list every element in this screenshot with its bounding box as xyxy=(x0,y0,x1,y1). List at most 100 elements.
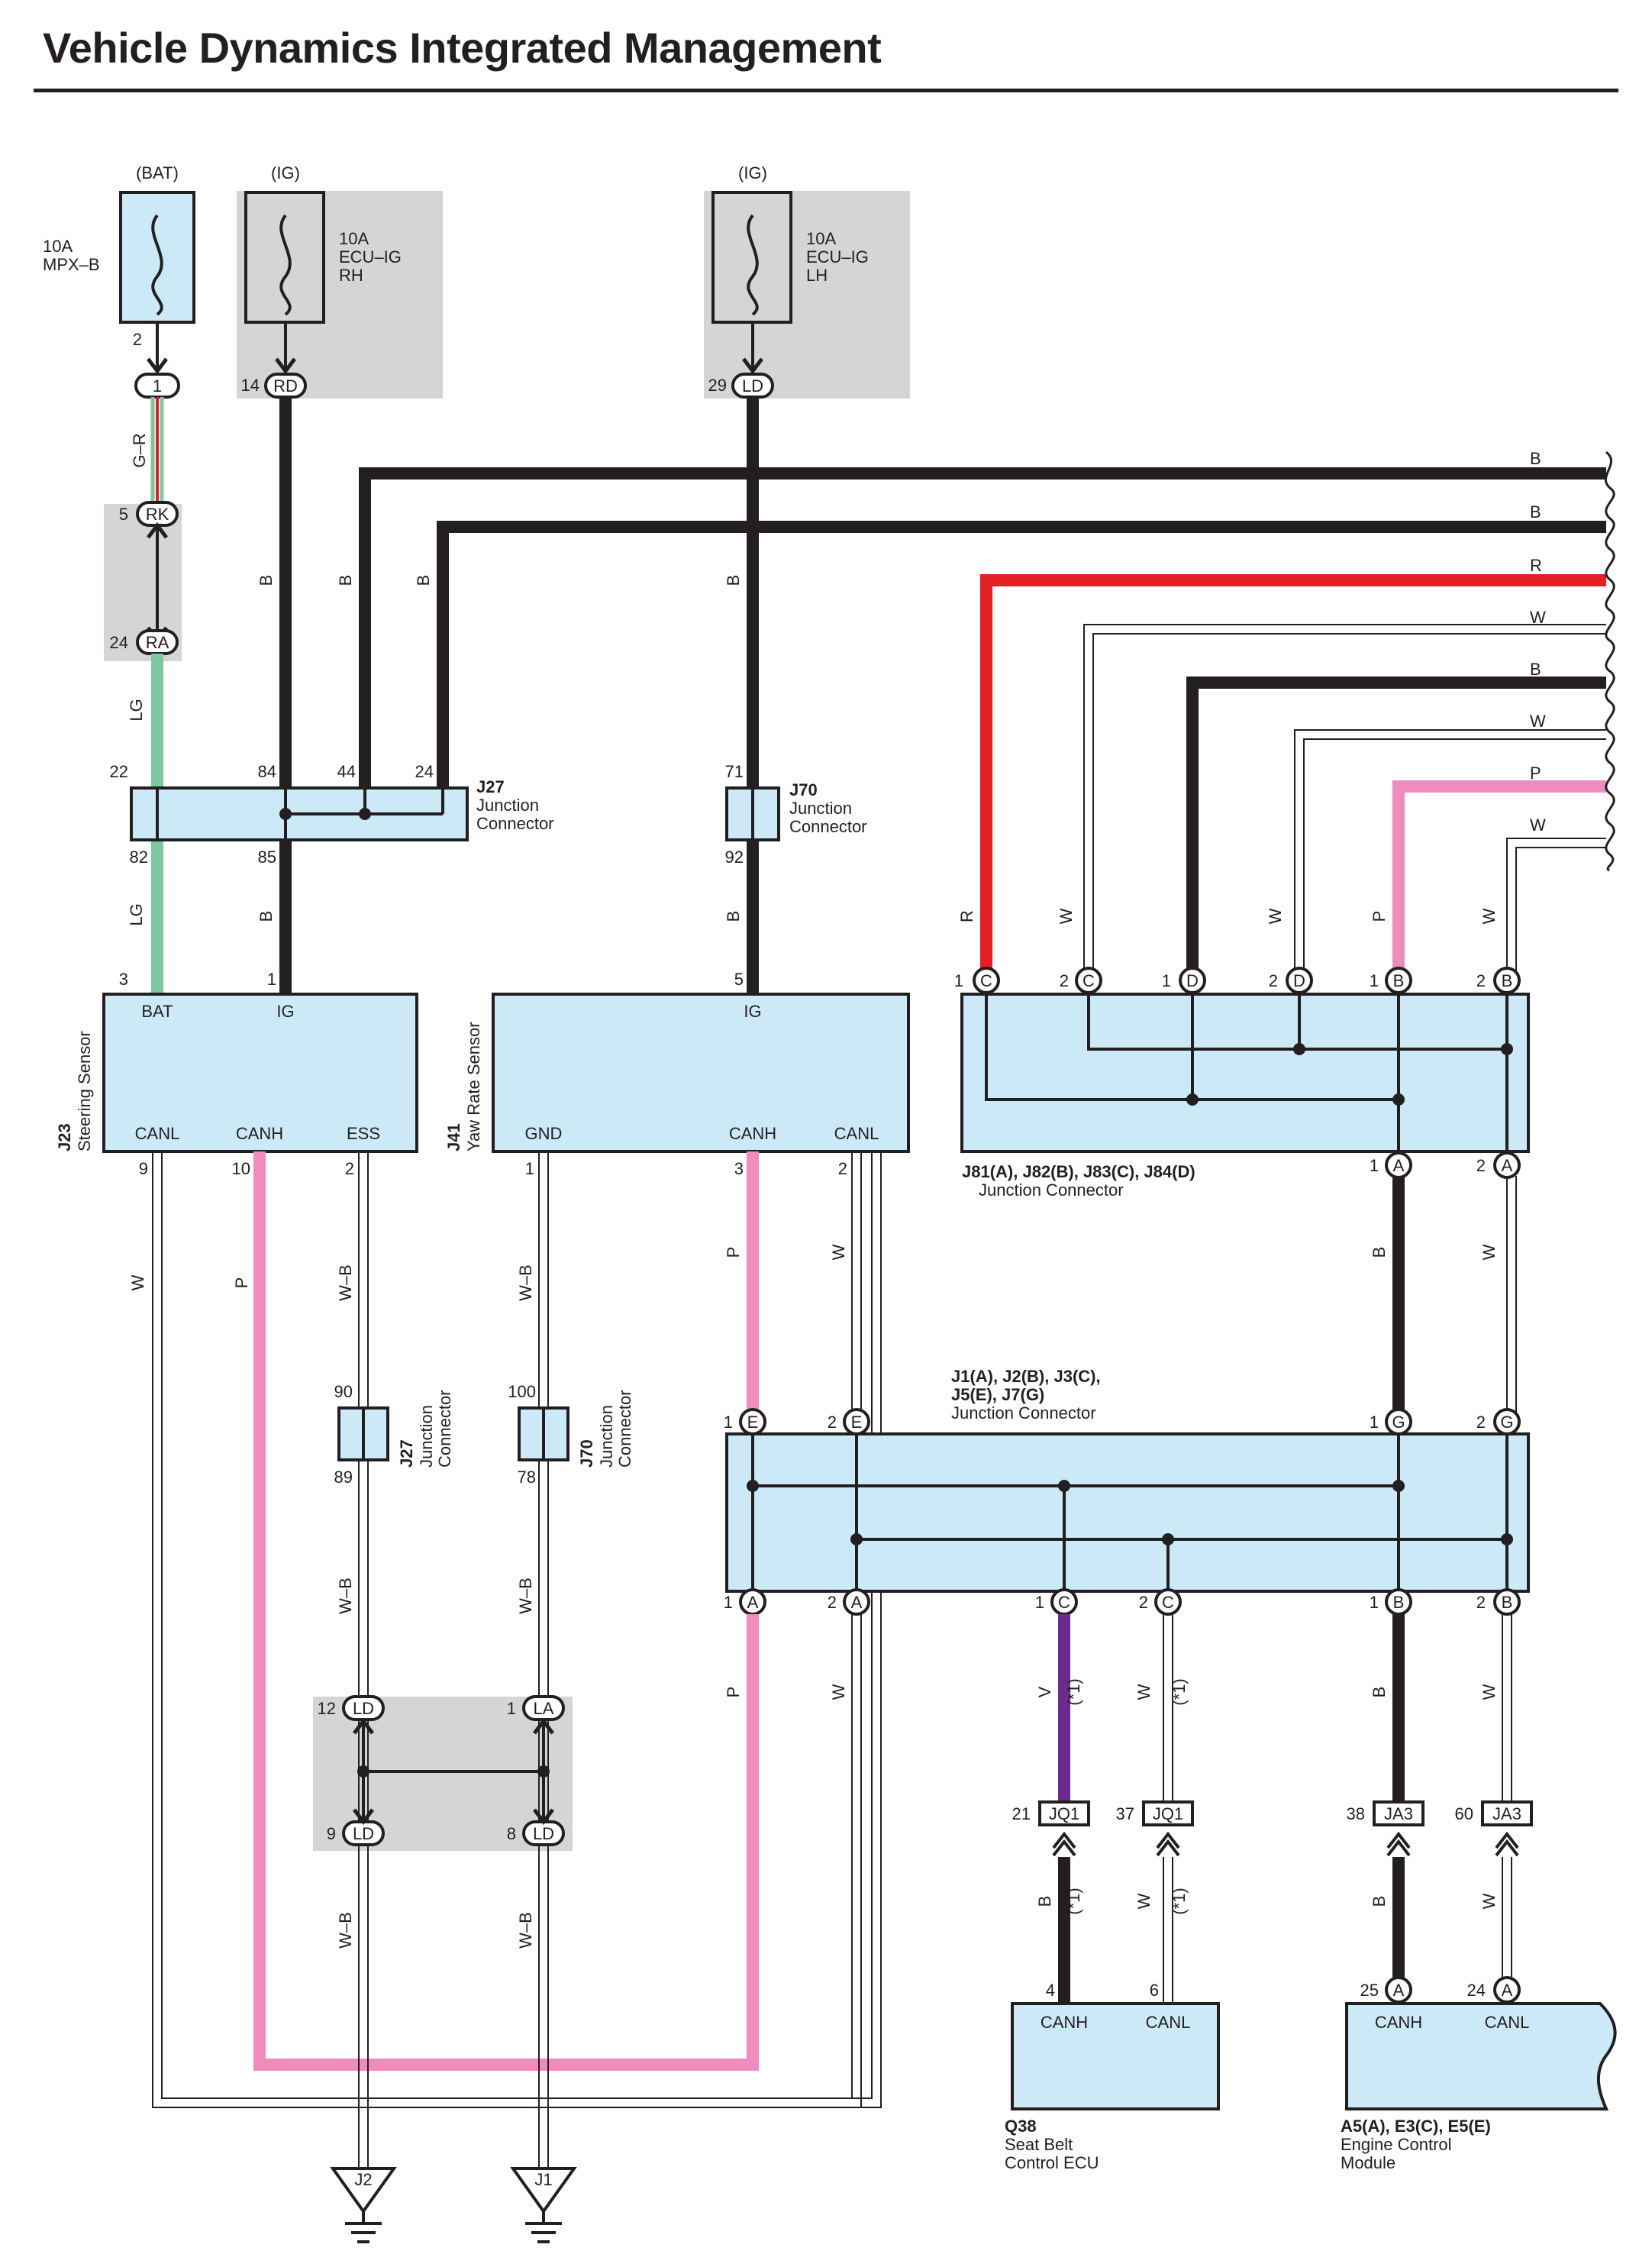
conn-rk: RK 5 xyxy=(119,501,179,527)
svg-text:1: 1 xyxy=(507,1699,516,1718)
ground-j1: J1 xyxy=(510,2167,577,2243)
svg-text:2: 2 xyxy=(1269,971,1278,990)
svg-text:10A: 10A xyxy=(43,237,73,256)
svg-text:ECU–IG: ECU–IG xyxy=(339,247,402,266)
svg-text:44: 44 xyxy=(337,762,356,781)
wire-label: W xyxy=(1057,908,1076,924)
svg-text:A: A xyxy=(1393,1156,1405,1175)
wire-label: LG xyxy=(127,903,146,925)
conn-ja3-a: JA3 38 xyxy=(1347,1800,1425,1857)
svg-text:W: W xyxy=(1530,608,1546,627)
svg-text:(IG): (IG) xyxy=(271,163,300,182)
svg-text:G: G xyxy=(1500,1413,1513,1432)
svg-text:84: 84 xyxy=(258,762,276,781)
conn-ra: RA 24 xyxy=(110,629,179,655)
arrow-down-icon xyxy=(147,357,168,375)
wire-label: B xyxy=(257,575,276,586)
conn-ld-top: LD xyxy=(731,373,774,399)
svg-text:J2: J2 xyxy=(354,2170,372,2189)
arrow-down-icon xyxy=(742,357,763,375)
shade-ig-lh xyxy=(704,191,910,399)
svg-text:10A: 10A xyxy=(339,229,369,248)
svg-text:B: B xyxy=(1530,660,1541,679)
svg-text:V: V xyxy=(1035,1686,1054,1697)
svg-text:Q38: Q38 xyxy=(1005,2117,1037,2136)
svg-text:Control ECU: Control ECU xyxy=(1005,2153,1099,2172)
conn-ja3-b: JA3 60 xyxy=(1455,1800,1533,1857)
svg-text:1: 1 xyxy=(153,376,162,396)
svg-text:60: 60 xyxy=(1455,1804,1473,1823)
right-wire-labels: B B R W B W P W xyxy=(1530,449,1546,835)
svg-text:JA3: JA3 xyxy=(1492,1804,1521,1823)
svg-text:CANH: CANH xyxy=(1375,2013,1422,2032)
svg-text:Engine Control: Engine Control xyxy=(1341,2135,1452,2154)
svg-text:A5(A), E3(C), E5(E): A5(A), E3(C), E5(E) xyxy=(1341,2117,1491,2136)
page-title: Vehicle Dynamics Integrated Management xyxy=(43,24,882,72)
svg-text:MPX–B: MPX–B xyxy=(43,255,100,274)
svg-text:RK: RK xyxy=(146,505,169,524)
svg-text:W: W xyxy=(1134,1684,1153,1700)
svg-text:LD: LD xyxy=(533,1824,554,1843)
svg-text:A: A xyxy=(1502,1156,1513,1175)
svg-text:Connector: Connector xyxy=(435,1390,454,1468)
wire-label: P xyxy=(1370,911,1389,922)
svg-text:J1: J1 xyxy=(534,2170,552,2189)
junction-j70: 71 92 J70 Junction Connector xyxy=(725,762,867,867)
svg-text:Junction Connector: Junction Connector xyxy=(979,1180,1124,1200)
svg-text:10: 10 xyxy=(232,1159,250,1178)
svg-text:W–B: W–B xyxy=(336,1264,355,1301)
svg-text:B: B xyxy=(1530,502,1541,522)
svg-text:25: 25 xyxy=(1360,1981,1379,2000)
svg-text:3: 3 xyxy=(734,1159,744,1178)
svg-text:Junction: Junction xyxy=(597,1405,616,1468)
svg-text:P: P xyxy=(724,1687,743,1698)
svg-text:J41: J41 xyxy=(444,1123,463,1151)
svg-text:24: 24 xyxy=(415,762,434,781)
svg-text:IG: IG xyxy=(276,1002,294,1021)
wire-label: B xyxy=(414,575,433,586)
svg-text:1: 1 xyxy=(1370,1593,1379,1612)
svg-text:C: C xyxy=(1162,1593,1174,1612)
component-j41-yaw-rate-sensor: 5 IG GND CANH CANL 1 3 2 J41 Yaw Rate Se… xyxy=(444,970,910,1178)
title-bar: Vehicle Dynamics Integrated Management xyxy=(34,23,1618,92)
wire-label: B xyxy=(336,575,355,586)
svg-text:R: R xyxy=(1530,556,1542,575)
svg-text:B: B xyxy=(1370,1896,1389,1907)
svg-text:CANL: CANL xyxy=(1485,2013,1530,2032)
svg-text:5: 5 xyxy=(734,970,744,989)
svg-text:C: C xyxy=(980,971,992,990)
svg-text:5: 5 xyxy=(119,505,128,524)
svg-text:2: 2 xyxy=(1060,971,1069,990)
junction-j81-j84: J81(A), J82(B), J83(C), J84(D) Junction … xyxy=(960,991,1530,1200)
pin-circles-j1: E1 E2 G1 G2 A1 A2 C1 C2 B1 B2 xyxy=(724,1408,1521,1616)
svg-text:8: 8 xyxy=(507,1824,516,1843)
svg-text:24: 24 xyxy=(1467,1981,1486,2000)
svg-text:1: 1 xyxy=(1370,1413,1379,1432)
svg-text:A: A xyxy=(851,1593,863,1612)
svg-text:LD: LD xyxy=(353,1699,374,1718)
svg-text:J81(A), J82(B), J83(C), J84(D): J81(A), J82(B), J83(C), J84(D) xyxy=(962,1162,1195,1181)
svg-text:2: 2 xyxy=(828,1413,837,1432)
svg-text:G: G xyxy=(1392,1413,1405,1432)
svg-text:89: 89 xyxy=(334,1468,353,1487)
svg-text:J27: J27 xyxy=(476,777,505,796)
svg-text:Module: Module xyxy=(1341,2153,1395,2172)
pin-circles-j81-top: C1 C2 D1 D2 B1 B2 A1 A2 xyxy=(954,967,1521,1179)
svg-text:Junction: Junction xyxy=(789,799,852,818)
svg-text:P: P xyxy=(724,1247,743,1258)
svg-text:W: W xyxy=(1479,1684,1499,1700)
svg-text:CANL: CANL xyxy=(135,1124,180,1143)
svg-text:85: 85 xyxy=(258,848,276,867)
svg-text:B: B xyxy=(1502,1593,1513,1612)
svg-text:C: C xyxy=(1083,971,1095,990)
svg-text:B: B xyxy=(1035,1896,1054,1907)
svg-text:Steering Sensor: Steering Sensor xyxy=(75,1031,94,1151)
svg-text:ECU–IG: ECU–IG xyxy=(806,247,869,266)
wire-label: LG xyxy=(127,699,146,721)
svg-text:J70: J70 xyxy=(577,1439,596,1468)
svg-text:71: 71 xyxy=(725,762,744,781)
svg-text:Connector: Connector xyxy=(789,817,867,836)
svg-text:CANH: CANH xyxy=(729,1124,776,1143)
wire-p-right xyxy=(1392,780,1606,979)
